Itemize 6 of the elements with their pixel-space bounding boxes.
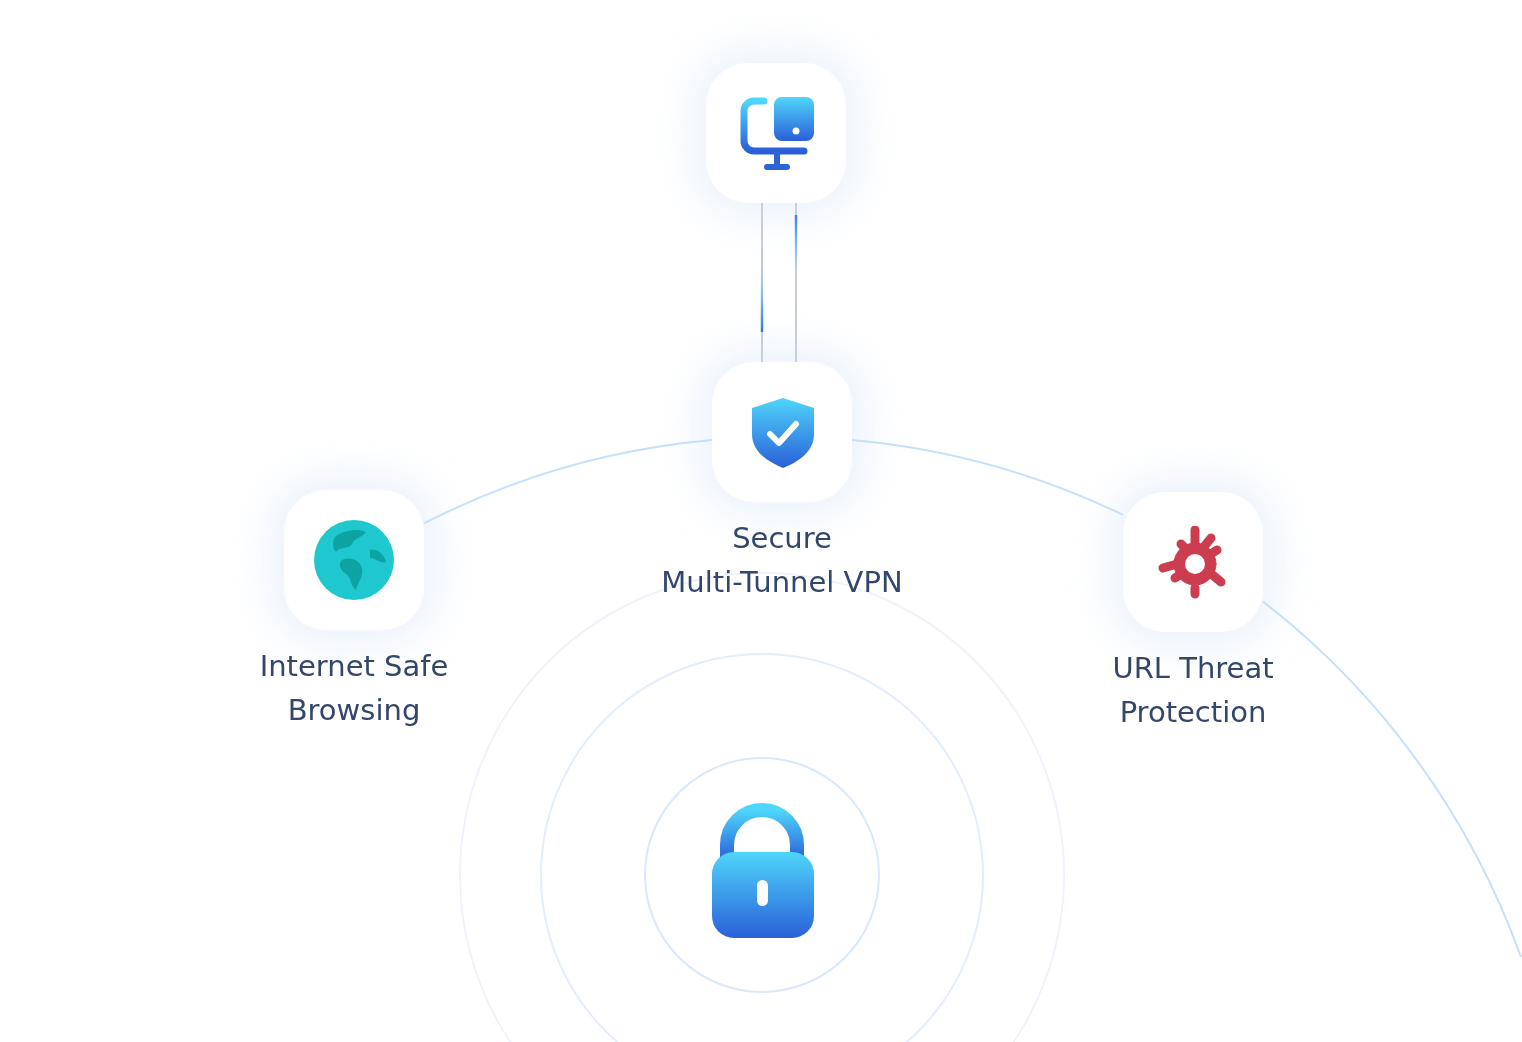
feature-label: Internet Safe Browsing	[258, 648, 450, 729]
connector-line	[423, 439, 713, 525]
connector-line	[1262, 600, 1522, 959]
connector-line	[851, 439, 1124, 516]
feature-label: Secure Multi-Tunnel VPN	[660, 520, 904, 601]
feature-label: URL Threat Protection	[1111, 650, 1275, 731]
